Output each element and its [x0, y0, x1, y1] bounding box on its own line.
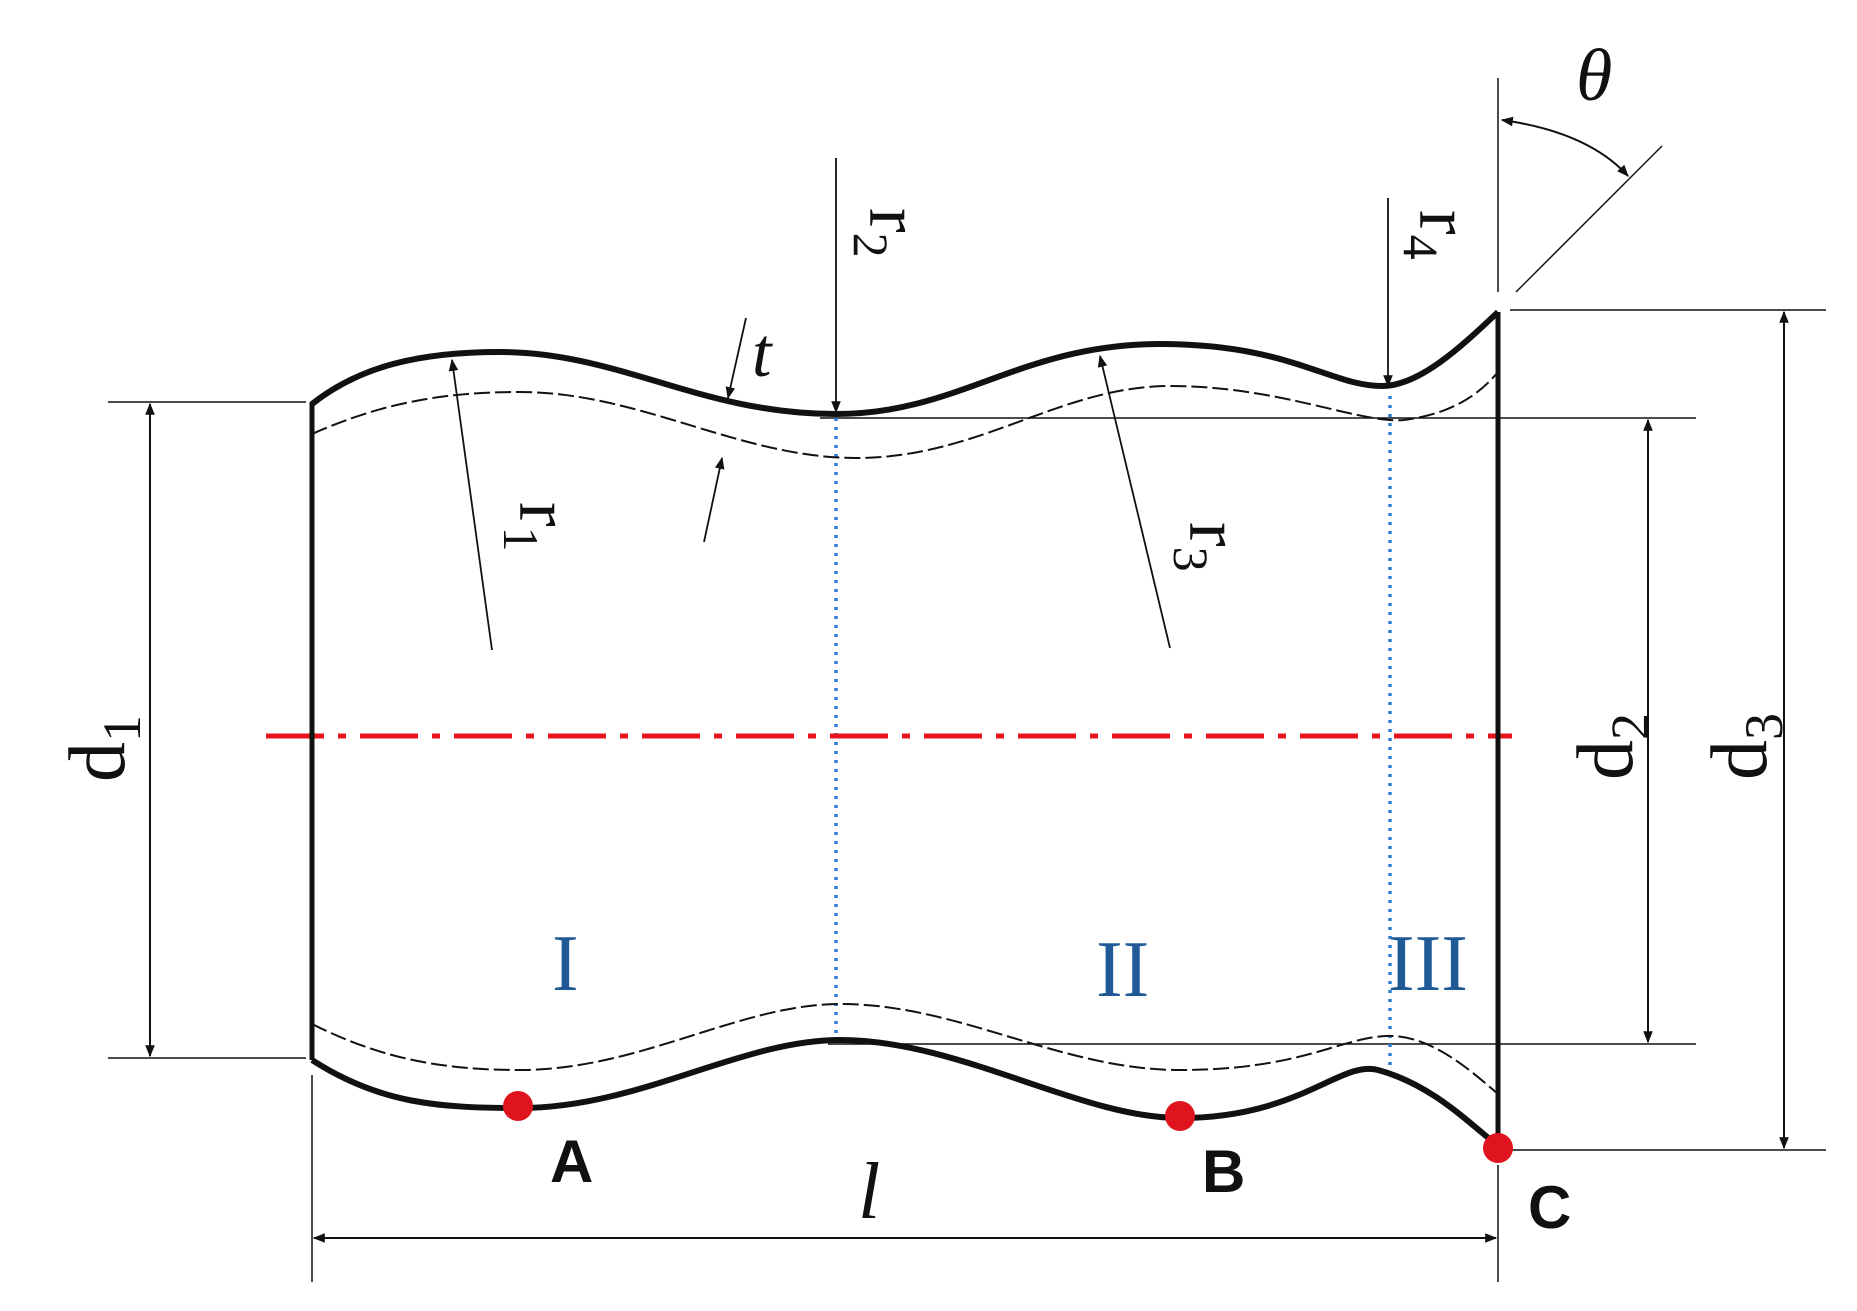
theta-arc-arrow	[1500, 116, 1629, 177]
svg-text:d3: d3	[1696, 713, 1794, 780]
d3-label-letter: d	[1696, 740, 1784, 780]
t-label: t	[752, 315, 773, 392]
r2-label-subscript: 2	[843, 233, 899, 258]
r1-label: r1	[493, 502, 585, 552]
svg-text:d1: d1	[54, 715, 152, 782]
r2-label: r2	[843, 208, 935, 258]
leader-arrows	[448, 158, 1393, 651]
point-b-label: B	[1202, 1138, 1245, 1205]
point-a-marker	[503, 1091, 533, 1121]
r3-label: r3	[1163, 522, 1255, 572]
r3-leader	[1097, 354, 1171, 649]
zone-3-label: III	[1388, 920, 1468, 1008]
t-leader-inner	[703, 456, 725, 543]
r3-label-subscript: 3	[1163, 547, 1219, 572]
theta-flange-line	[1515, 145, 1663, 293]
inner-wall-top	[311, 371, 1499, 460]
svg-text:r1: r1	[493, 502, 585, 552]
point-a-label: A	[550, 1128, 593, 1195]
r4-label: r4	[1393, 210, 1485, 260]
r3-label-letter: r	[1173, 522, 1255, 547]
t-leader-outer	[725, 317, 747, 400]
r1-label-subscript: 1	[493, 527, 549, 552]
outer-wall-bottom	[310, 1036, 1500, 1149]
l-label: l	[858, 1148, 880, 1236]
d1-label: d1	[54, 715, 152, 782]
svg-text:d2: d2	[1562, 713, 1660, 780]
d2-label-letter: d	[1562, 740, 1650, 780]
d1-label-letter: d	[54, 742, 142, 782]
theta-label: θ	[1576, 35, 1612, 117]
svg-text:r2: r2	[843, 208, 935, 258]
svg-text:r3: r3	[1163, 522, 1255, 572]
point-b-marker	[1165, 1101, 1195, 1131]
extension-lines	[108, 78, 1826, 1282]
d2-label: d2	[1562, 713, 1660, 780]
svg-text:r4: r4	[1393, 210, 1485, 260]
zone-2-label: II	[1096, 926, 1149, 1014]
d3-label-subscript: 3	[1734, 713, 1794, 740]
point-c-label: C	[1528, 1174, 1571, 1241]
outer-wall-top	[310, 309, 1501, 418]
r1-label-letter: r	[503, 502, 585, 527]
point-c-marker	[1483, 1133, 1513, 1163]
tube-outline	[309, 309, 1501, 1149]
r4-label-letter: r	[1403, 210, 1485, 235]
inner-wall-bottom	[311, 1002, 1499, 1095]
dimension-arrows	[145, 116, 1789, 1243]
r2-label-letter: r	[853, 208, 935, 233]
d1-label-subscript: 1	[92, 715, 152, 742]
r1-leader	[448, 358, 493, 651]
zone-1-label: I	[552, 920, 579, 1008]
section-lines	[834, 396, 1392, 1076]
r4-label-subscript: 4	[1393, 235, 1449, 260]
d2-label-subscript: 2	[1600, 713, 1660, 740]
d3-label: d3	[1696, 713, 1794, 780]
